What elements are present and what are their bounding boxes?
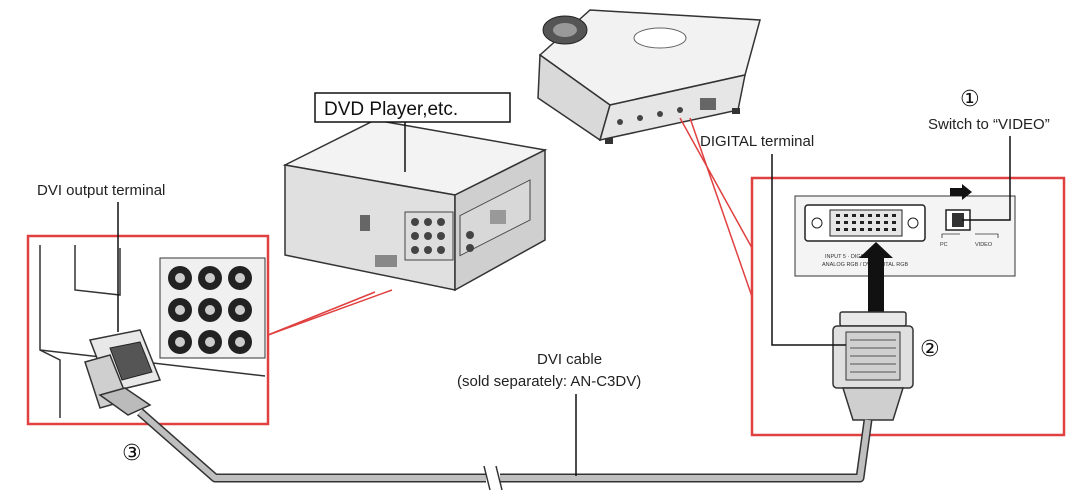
switch-pc-label: PC xyxy=(940,242,948,248)
dvi-cable xyxy=(137,408,873,491)
switch-video-label: VIDEO xyxy=(975,242,993,248)
dvi-output-terminal-text: DVI output terminal xyxy=(37,182,165,199)
dvi-cable-text: DVI cable xyxy=(537,351,602,368)
projector-terminal-closeup: PC VIDEO INPUT 5 · DIGITAL ANALOG RGB / … xyxy=(750,176,1066,437)
dvi-output-terminal-label: DVI output terminal xyxy=(37,182,165,332)
dvd-player-label-text: DVD Player,etc. xyxy=(324,99,458,120)
dvi-plug-projector-side xyxy=(832,311,914,421)
dvd-rear-closeup xyxy=(26,234,270,426)
step-1-marker: ① xyxy=(960,86,980,111)
insert-arrow-icon xyxy=(859,242,893,312)
step-3-marker: ③ xyxy=(122,440,142,465)
projector xyxy=(537,9,761,144)
dvd-player-label: DVD Player,etc. xyxy=(314,92,511,172)
digital-terminal-text: DIGITAL terminal xyxy=(700,133,814,150)
pc-video-switch[interactable]: PC VIDEO xyxy=(940,184,999,248)
digital-terminal-label: DIGITAL terminal xyxy=(700,133,846,346)
arrow-right-icon xyxy=(950,184,972,200)
dvi-cable-label: DVI cable (sold separately: AN-C3DV) xyxy=(457,351,641,476)
input-label-line1: INPUT 5 · DIGITAL xyxy=(825,254,872,260)
sold-separately-text: (sold separately: AN-C3DV) xyxy=(457,373,641,390)
dvi-plug-dvd-side xyxy=(84,329,162,416)
switch-to-video-text: Switch to “VIDEO” xyxy=(928,116,1050,133)
dvd-player xyxy=(282,119,548,292)
input-label-line2: ANALOG RGB / DVI-DIGITAL RGB xyxy=(822,262,909,268)
switch-to-video-label: ① Switch to “VIDEO” xyxy=(928,86,1050,221)
callout-lines-dvd xyxy=(267,289,393,336)
step-2-marker: ② xyxy=(920,336,940,361)
dvi-digital-socket xyxy=(804,204,926,242)
rca-jacks xyxy=(168,266,252,354)
